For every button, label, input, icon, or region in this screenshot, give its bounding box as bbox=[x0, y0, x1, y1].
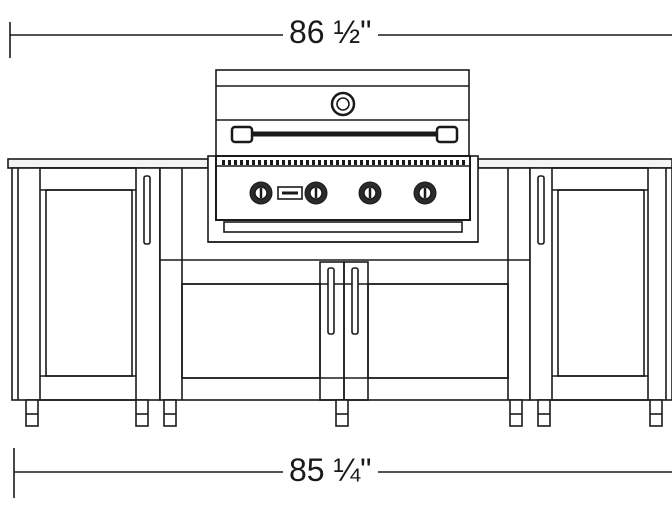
top-width-dimension-label: 86 ½" bbox=[283, 14, 378, 50]
vent-slot bbox=[378, 160, 381, 165]
vent-slot bbox=[420, 160, 423, 165]
vent-slot bbox=[444, 160, 447, 165]
vent-slot bbox=[252, 160, 255, 165]
vent-slots bbox=[222, 160, 465, 165]
vent-slot bbox=[366, 160, 369, 165]
vent-slot bbox=[276, 160, 279, 165]
vent-slot bbox=[396, 160, 399, 165]
vent-slot bbox=[432, 160, 435, 165]
bottom-width-dimension-label: 85 ¼" bbox=[283, 452, 378, 488]
control-knobs bbox=[249, 181, 437, 205]
thermometer-gauge bbox=[330, 91, 356, 117]
right-door-handle bbox=[537, 175, 545, 245]
hood-handle-right-mount bbox=[435, 125, 459, 144]
vent-slot bbox=[312, 160, 315, 165]
center-right-handle bbox=[351, 267, 359, 335]
vent-slot bbox=[258, 160, 261, 165]
vent-slot bbox=[438, 160, 441, 165]
logo-plate bbox=[277, 186, 303, 200]
vent-slot bbox=[282, 160, 285, 165]
vent-slot bbox=[336, 160, 339, 165]
grill-hood bbox=[215, 69, 470, 157]
vent-slot bbox=[240, 160, 243, 165]
vent-slot bbox=[228, 160, 231, 165]
vent-slot bbox=[306, 160, 309, 165]
vent-slot bbox=[426, 160, 429, 165]
vent-slot bbox=[348, 160, 351, 165]
right-cabinet bbox=[529, 167, 672, 401]
vent-slot bbox=[456, 160, 459, 165]
vent-slot bbox=[360, 160, 363, 165]
vent-slot bbox=[384, 160, 387, 165]
grill-control-panel bbox=[207, 155, 479, 243]
vent-slot bbox=[414, 160, 417, 165]
vent-slot bbox=[222, 160, 225, 165]
vent-slot bbox=[462, 160, 465, 165]
center-left-handle bbox=[327, 267, 335, 335]
cabinet-legs bbox=[25, 399, 663, 427]
left-door-handle bbox=[143, 175, 151, 245]
hood-handle-left-mount bbox=[230, 125, 254, 144]
vent-slot bbox=[324, 160, 327, 165]
vent-slot bbox=[354, 160, 357, 165]
vent-slot bbox=[318, 160, 321, 165]
vent-slot bbox=[294, 160, 297, 165]
vent-slot bbox=[234, 160, 237, 165]
vent-slot bbox=[342, 160, 345, 165]
vent-slot bbox=[330, 160, 333, 165]
vent-slot bbox=[288, 160, 291, 165]
vent-slot bbox=[246, 160, 249, 165]
vent-slot bbox=[402, 160, 405, 165]
left-cabinet bbox=[11, 167, 161, 401]
vent-slot bbox=[372, 160, 375, 165]
vent-slot bbox=[270, 160, 273, 165]
vent-slot bbox=[408, 160, 411, 165]
vent-slot bbox=[450, 160, 453, 165]
vent-slot bbox=[390, 160, 393, 165]
vent-slot bbox=[264, 160, 267, 165]
vent-slot bbox=[300, 160, 303, 165]
